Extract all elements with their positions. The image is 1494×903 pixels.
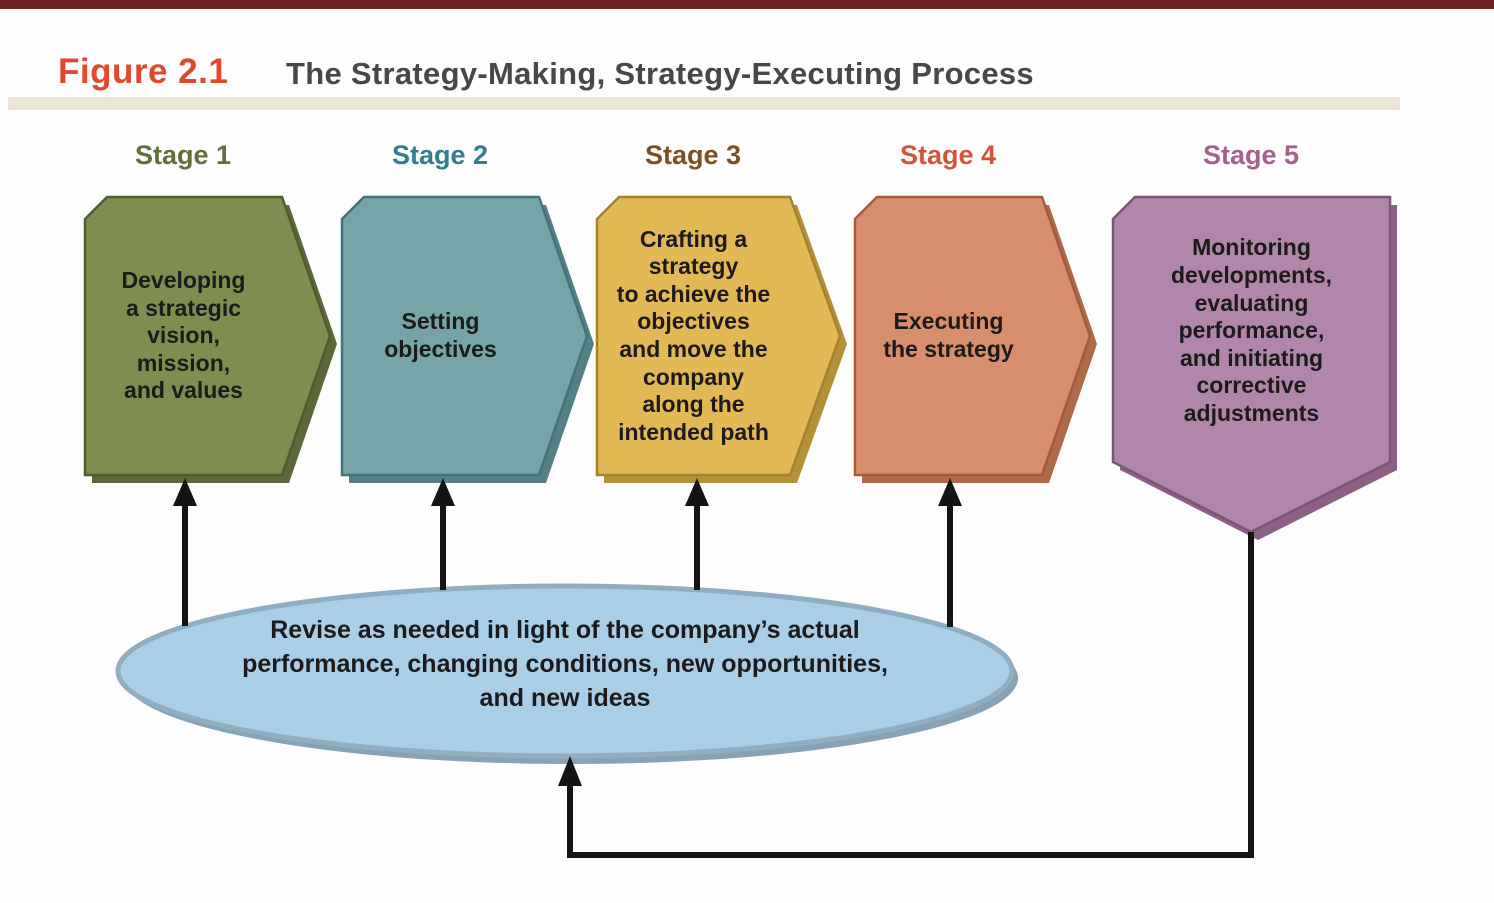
figure-label: Figure 2.1 xyxy=(58,52,229,91)
stage-5-shape xyxy=(1111,195,1392,534)
arrow-up-stage-3-head xyxy=(685,478,709,506)
figure-title: The Strategy-Making, Strategy-Executing … xyxy=(286,56,1034,91)
stage-3-text: Crafting a strategy to achieve the objec… xyxy=(616,225,771,445)
arrow-up-stage-4-head xyxy=(938,478,962,506)
stage-2-text: Setting objectives xyxy=(384,308,497,362)
revise-ellipse-text: Revise as needed in light of the company… xyxy=(242,616,888,712)
header-rule xyxy=(8,97,1400,110)
stage-2-label: Stage 2 xyxy=(391,140,489,170)
stage-5-label: Stage 5 xyxy=(1202,140,1300,170)
top-accent-bar xyxy=(0,0,1494,9)
stage-4-label: Stage 4 xyxy=(899,140,997,170)
stage-2-shape xyxy=(340,195,589,477)
stage-3-label: Stage 3 xyxy=(644,140,742,170)
arrow-up-stage-2-head xyxy=(431,478,455,506)
revise-ellipse xyxy=(115,583,1015,759)
stage-1-text: Developing a strategic vision, mission, … xyxy=(121,267,246,404)
stage-4-text: Executing the strategy xyxy=(883,308,1014,362)
stage-1-label: Stage 1 xyxy=(134,140,232,170)
stage-1-shape xyxy=(83,195,332,477)
stage-5-text: Monitoring developments, evaluating perf… xyxy=(1170,234,1333,426)
stage-3-shape xyxy=(595,195,842,477)
feedback-line xyxy=(567,532,1254,858)
stage-4-shape xyxy=(853,195,1092,477)
feedback-arrowhead xyxy=(558,756,582,786)
arrow-up-stage-1-head xyxy=(173,478,197,506)
